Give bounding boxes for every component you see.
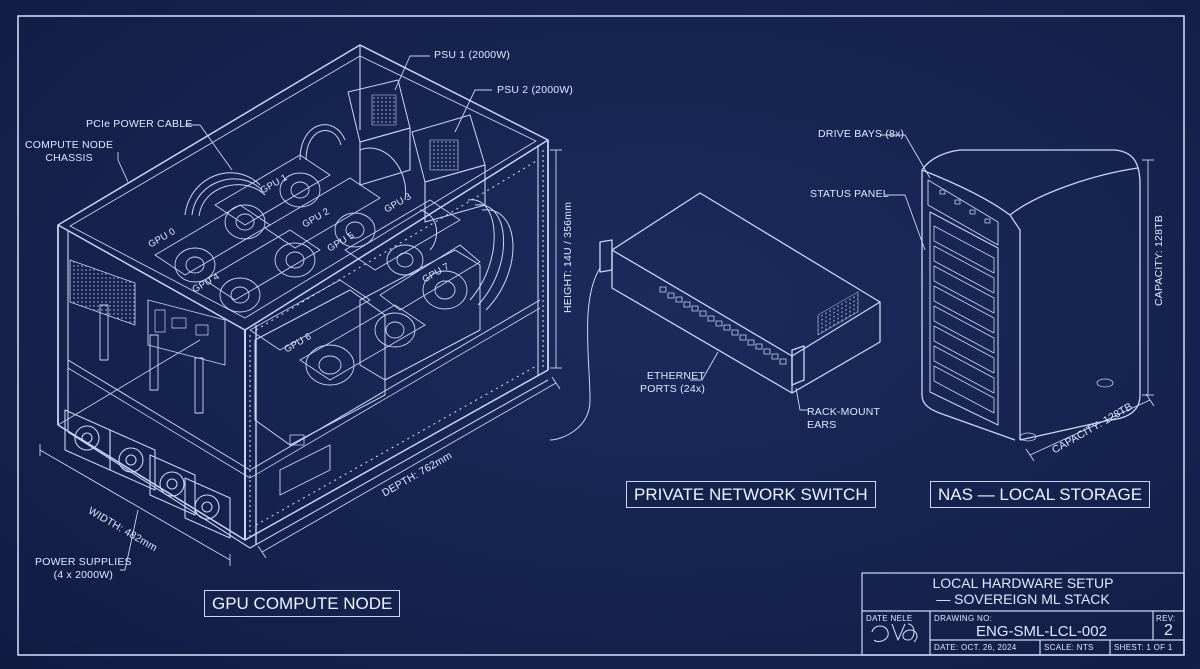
chassis-label-line1: COMPUTE NODE (25, 139, 114, 151)
capacity-vertical-label: CAPACITY: 128TB (1153, 215, 1165, 306)
network-switch-drawing (549, 192, 881, 441)
power-supplies-label: POWER SUPPLIES (4 x 2000W) (35, 556, 132, 582)
private-network-switch-title: PRIVATE NETWORK SWITCH (626, 481, 876, 508)
drawing-no-label: DRAWING NO: (934, 614, 993, 623)
date-label: DATE NELE (866, 614, 913, 623)
title-line2: — SOVEREIGN ML STACK (936, 591, 1110, 607)
ethernet-line2: PORTS (24x) (640, 383, 706, 395)
chassis-label-line2: CHASSIS (45, 152, 93, 164)
power-supplies-line2: (4 x 2000W) (53, 569, 114, 581)
drawing-sheet: SHEST: 1 OF 1 (1114, 643, 1173, 652)
nas-title: NAS — LOCAL STORAGE (930, 481, 1151, 508)
drive-bays-label: DRIVE BAYS (8x) (818, 128, 905, 140)
drawing-border (17, 15, 1185, 656)
title-line1: LOCAL HARDWARE SETUP (932, 575, 1114, 591)
drawing-scale: SCALE: NTS (1044, 643, 1094, 652)
drawing-number: ENG-SML-LCL-002 (976, 623, 1107, 640)
psu1-label: PSU 1 (2000W) (434, 49, 511, 61)
title-block-title: LOCAL HARDWARE SETUP — SOVEREIGN ML STAC… (862, 575, 1184, 607)
pcie-cable-label: PCIe POWER CABLE (86, 118, 193, 130)
rack-ears-line1: RACK-MOUNT (807, 406, 881, 418)
compute-leader-lines (117, 55, 492, 571)
ethernet-line1: ETHERNET (646, 370, 706, 382)
compute-dimension-lines (39, 149, 562, 566)
nas-dimension-lines (880, 134, 1155, 462)
drawing-date: DATE: OCT. 26, 2024 (934, 643, 1017, 652)
switch-leader-lines (690, 351, 808, 411)
signature-mark (871, 623, 918, 643)
power-supplies-line1: POWER SUPPLIES (35, 556, 132, 568)
nas-drawing (921, 149, 1141, 442)
ethernet-ports-label: ETHERNET PORTS (24x) (640, 370, 705, 396)
height-dimension-label: HEIGHT: 14U / 356mm (562, 201, 574, 313)
chassis-label: COMPUTE NODE CHASSIS (25, 139, 113, 165)
gpu-compute-node-drawing (57, 44, 549, 549)
revision-number: 2 (1164, 622, 1173, 639)
title-block-lines (861, 572, 1185, 656)
gpu-compute-node-title: GPU COMPUTE NODE (204, 590, 401, 617)
psu2-label: PSU 2 (2000W) (497, 84, 574, 96)
status-panel-label: STATUS PANEL (810, 188, 889, 200)
rack-ears-label: RACK-MOUNT EARS (807, 406, 880, 432)
rev-label: REV: (1156, 614, 1176, 623)
rack-ears-line2: EARS (807, 419, 837, 431)
